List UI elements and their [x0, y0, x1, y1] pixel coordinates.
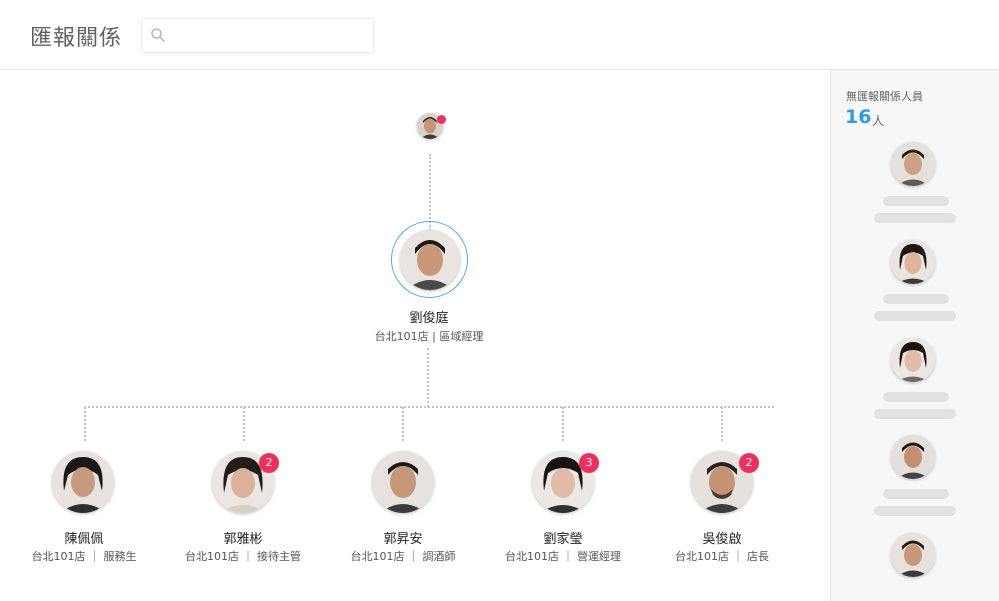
focus-store: 台北101店 — [374, 330, 429, 343]
focus-avatar[interactable] — [400, 230, 460, 290]
avatar — [891, 338, 935, 382]
report-name: 郭雅彬 — [223, 532, 263, 547]
report-name: 陳佩佩 — [64, 532, 104, 547]
report-name: 吳俊啟 — [702, 532, 742, 547]
connector-child-3 — [402, 407, 404, 441]
name-placeholder — [883, 196, 949, 206]
meta-separator: | — [432, 330, 436, 343]
report-role: 接待主管 — [257, 550, 301, 563]
top-header: 匯報關係 — [0, 0, 999, 70]
connector-child-2 — [243, 407, 245, 441]
report-avatar[interactable] — [372, 451, 434, 513]
badge-count: 2 — [259, 453, 279, 473]
report-meta: 台北101店 ｜ 店長 — [642, 548, 802, 564]
meta-placeholder — [874, 506, 956, 516]
meta-separator: ｜ — [562, 550, 574, 563]
connector-horizontal — [84, 406, 774, 408]
name-placeholder — [883, 294, 949, 304]
notification-dot — [437, 115, 446, 124]
badge-count: 2 — [739, 453, 759, 473]
badge-count: 3 — [579, 453, 599, 473]
unassigned-person[interactable] — [831, 533, 999, 601]
unassigned-person[interactable] — [831, 240, 999, 330]
connector-child-5 — [721, 407, 723, 441]
report-role: 店長 — [747, 550, 769, 563]
report-name: 劉家瑩 — [543, 532, 583, 547]
connector-focus-down — [427, 348, 429, 407]
org-chart: 劉俊庭 台北101店 | 區域經理 陳佩佩 台北101店 ｜ 服務生 2 郭雅彬… — [0, 70, 830, 601]
meta-separator: ｜ — [242, 550, 254, 563]
page-title: 匯報關係 — [30, 26, 123, 51]
avatar — [891, 240, 935, 284]
unassigned-person[interactable] — [831, 435, 999, 525]
search-input[interactable] — [172, 25, 366, 47]
report-role: 調酒師 — [422, 550, 456, 563]
report-meta: 台北101店 ｜ 接待主管 — [163, 548, 323, 564]
meta-placeholder — [874, 311, 956, 321]
meta-separator: ｜ — [89, 550, 100, 563]
connector-child-1 — [84, 407, 86, 441]
report-role: 服務生 — [103, 550, 137, 563]
report-meta: 台北101店 ｜ 服務生 — [4, 548, 164, 564]
report-name: 郭昇安 — [383, 532, 423, 547]
meta-placeholder — [874, 213, 956, 223]
unassigned-sidebar: 無匯報關係人員 16 人 — [830, 70, 999, 601]
name-placeholder — [883, 489, 949, 499]
meta-separator: ｜ — [408, 550, 419, 563]
report-store: 台北101店 — [675, 550, 729, 563]
focus-ring — [391, 221, 468, 298]
report-store: 台北101店 — [505, 550, 559, 563]
avatar — [891, 142, 935, 186]
unassigned-person[interactable] — [831, 338, 999, 428]
report-avatar[interactable] — [691, 451, 753, 513]
unassigned-person[interactable] — [831, 142, 999, 232]
meta-separator: ｜ — [732, 550, 744, 563]
sidebar-title: 無匯報關係人員 — [846, 90, 923, 103]
connector-child-4 — [562, 407, 564, 441]
search-icon — [150, 27, 166, 43]
focus-role: 區域經理 — [439, 330, 484, 343]
report-store: 台北101店 — [350, 550, 405, 563]
avatar — [891, 435, 935, 479]
unassigned-count: 16 — [845, 106, 872, 128]
report-meta: 台北101店 ｜ 營運經理 — [483, 548, 643, 564]
search-box[interactable] — [141, 18, 374, 53]
avatar — [891, 533, 935, 577]
report-role: 營運經理 — [577, 550, 621, 563]
unassigned-unit: 人 — [872, 114, 885, 128]
report-avatar[interactable] — [52, 451, 114, 513]
report-store: 台北101店 — [185, 550, 239, 563]
focus-meta: 台北101店 | 區域經理 — [349, 328, 509, 344]
meta-placeholder — [874, 409, 956, 419]
report-meta: 台北101店 ｜ 調酒師 — [323, 548, 483, 564]
name-placeholder — [883, 392, 949, 402]
report-store: 台北101店 — [31, 550, 86, 563]
focus-name: 劉俊庭 — [409, 311, 449, 326]
top-manager-avatar[interactable] — [417, 113, 443, 139]
